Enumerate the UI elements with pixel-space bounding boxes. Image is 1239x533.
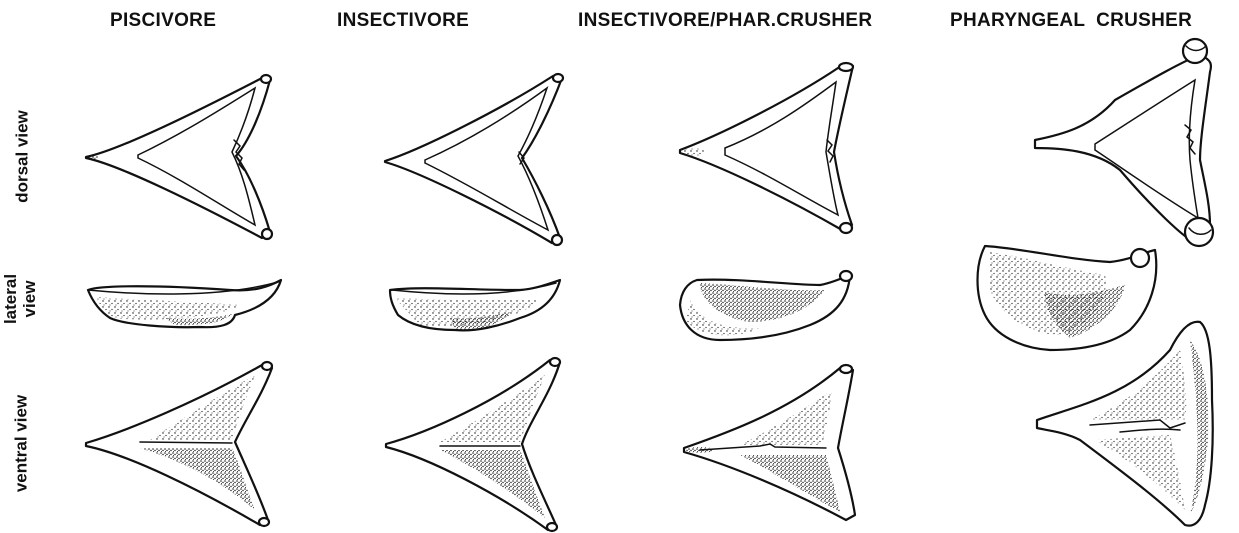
piscivore-dorsal-bone [86,75,272,239]
insectivore-dorsal-bone [385,74,563,245]
piscivore-lateral-bone [88,280,281,327]
piscivore-ventral-bone [86,362,272,526]
insectivore-lateral-bone [390,280,560,330]
insectivore-phar-crusher-ventral-bone [684,365,855,520]
pharyngeal-crusher-lateral-bone [978,246,1157,350]
insectivore-phar-crusher-lateral-bone [680,271,852,340]
pharyngeal-crusher-ventral-bone [1037,322,1213,526]
pharyngeal-crusher-dorsal-bone [1035,39,1213,246]
insectivore-ventral-bone [386,358,560,531]
insectivore-phar-crusher-dorsal-bone [680,63,853,233]
